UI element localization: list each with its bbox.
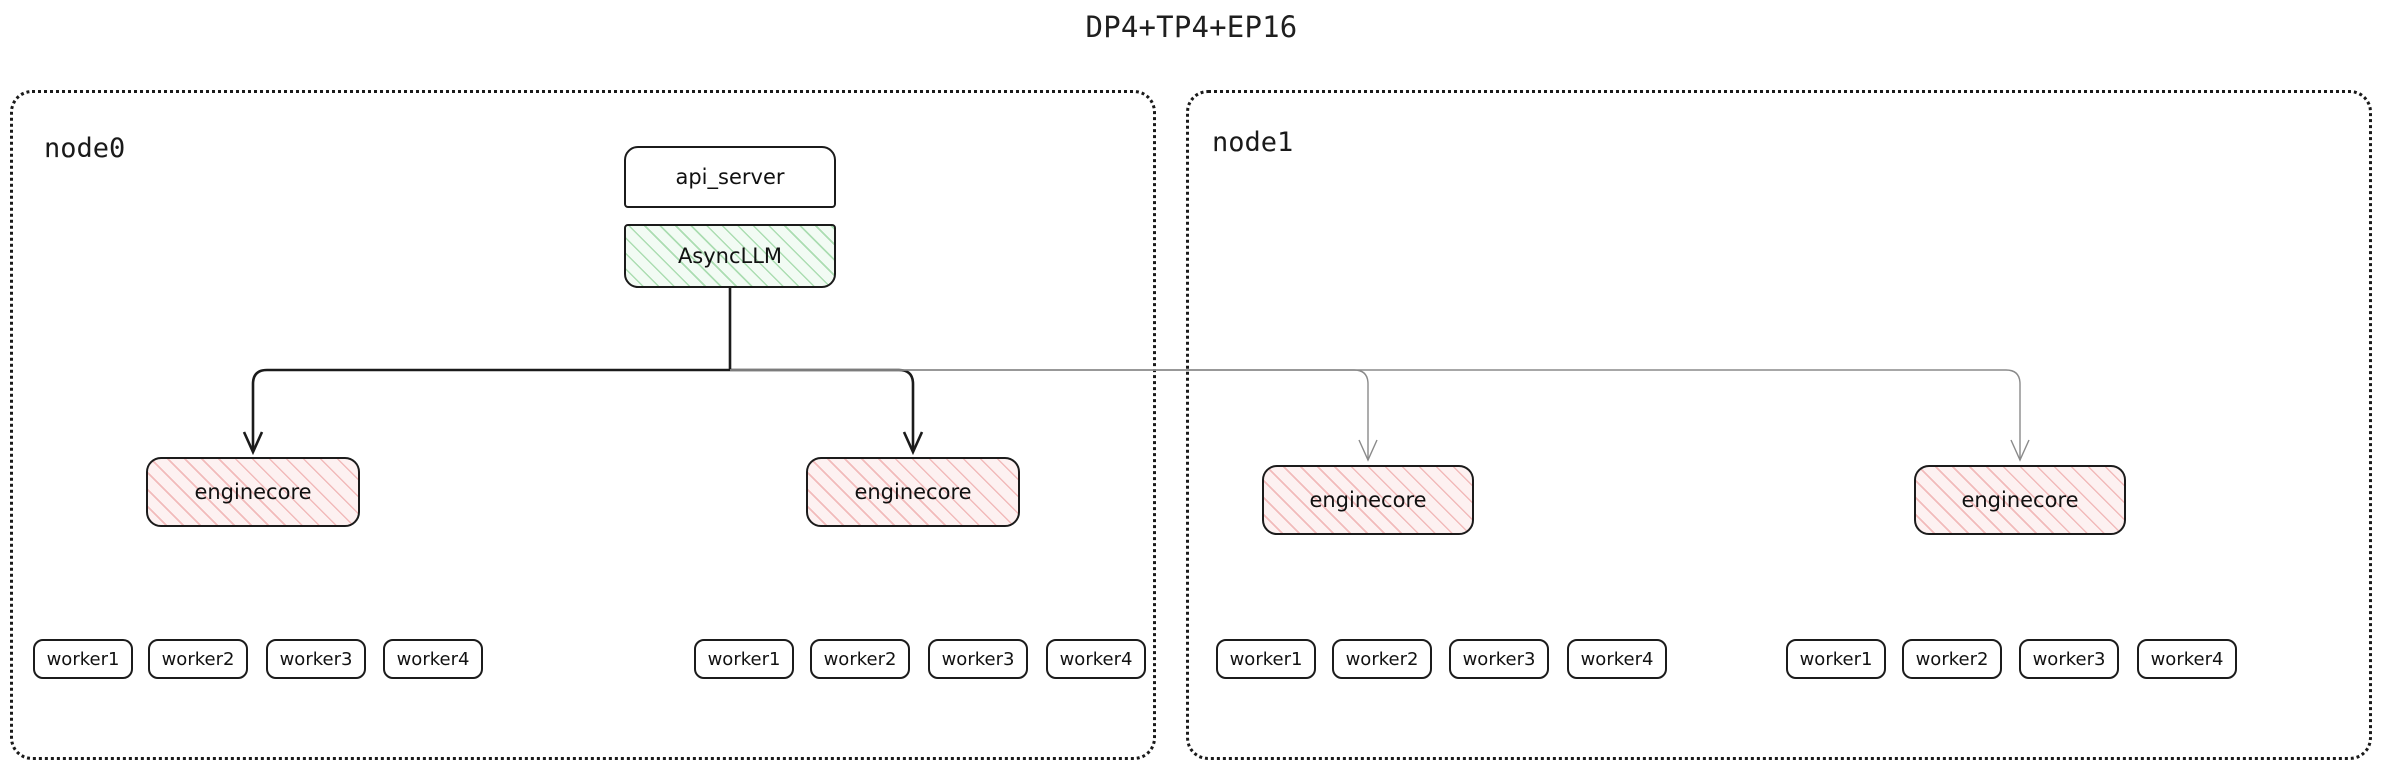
api-server-box[interactable]: api_server	[624, 146, 836, 208]
worker-box[interactable]: worker4	[2137, 639, 2237, 679]
worker-box[interactable]: worker4	[1567, 639, 1667, 679]
worker-box[interactable]: worker4	[1046, 639, 1146, 679]
worker-box[interactable]: worker2	[1332, 639, 1432, 679]
asyncllm-box[interactable]: AsyncLLM	[624, 224, 836, 288]
page-title: DP4+TP4+EP16	[1085, 10, 1298, 44]
enginecore-box[interactable]: enginecore	[806, 457, 1020, 527]
node-label-node0: node0	[44, 133, 126, 164]
node-label-node1: node1	[1212, 127, 1294, 158]
worker-box[interactable]: worker3	[266, 639, 366, 679]
worker-box[interactable]: worker2	[1902, 639, 2002, 679]
worker-box[interactable]: worker2	[148, 639, 248, 679]
enginecore-box[interactable]: enginecore	[1262, 465, 1474, 535]
worker-box[interactable]: worker1	[694, 639, 794, 679]
worker-box[interactable]: worker2	[810, 639, 910, 679]
worker-box[interactable]: worker1	[1216, 639, 1316, 679]
worker-box[interactable]: worker1	[33, 639, 133, 679]
worker-box[interactable]: worker3	[2019, 639, 2119, 679]
enginecore-box[interactable]: enginecore	[146, 457, 360, 527]
enginecore-box[interactable]: enginecore	[1914, 465, 2126, 535]
worker-box[interactable]: worker3	[928, 639, 1028, 679]
worker-box[interactable]: worker4	[383, 639, 483, 679]
worker-box[interactable]: worker3	[1449, 639, 1549, 679]
worker-box[interactable]: worker1	[1786, 639, 1886, 679]
